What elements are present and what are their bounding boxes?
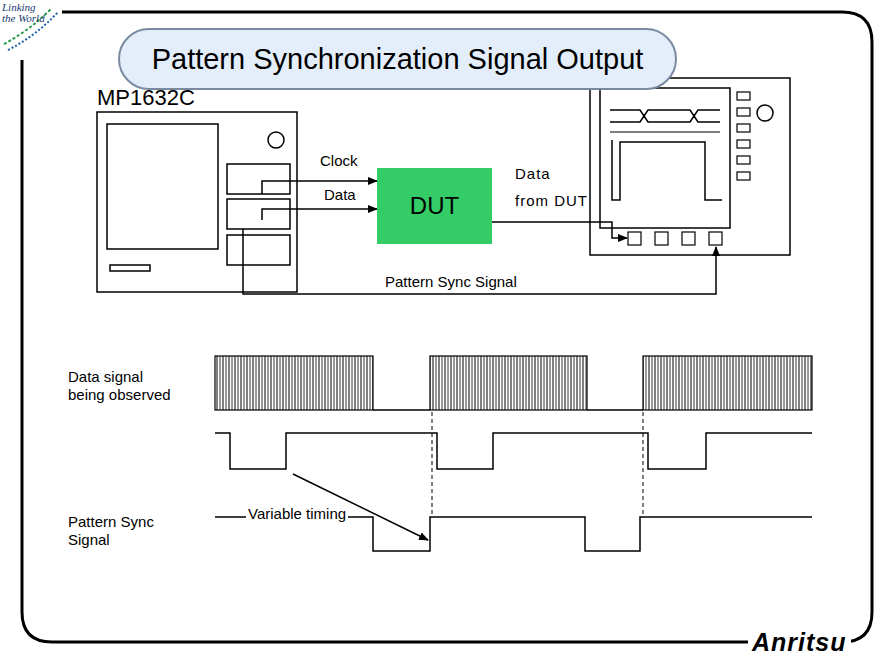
dut-box: DUT [377, 168, 492, 244]
node-label: MP1632C [97, 85, 297, 111]
slide-frame [22, 12, 872, 642]
instrument-box: MP1632C [97, 85, 297, 292]
connector-label: Data [324, 186, 356, 204]
timing-diagram [215, 356, 812, 551]
title-text: Pattern Synchronization Signal Output [152, 43, 644, 76]
trace-label: Pattern Sync Signal [68, 513, 173, 549]
title-banner: Pattern Synchronization Signal Output [118, 28, 677, 90]
signal-connector [297, 208, 377, 210]
connector-label: Clock [320, 152, 358, 170]
signal-name: Pattern Sync Signal [383, 273, 519, 290]
signal-name: Data from DUT [515, 160, 589, 214]
annotation: Variable timing [246, 505, 348, 522]
oscilloscope [590, 78, 790, 255]
brand-logo: Anritsu [748, 628, 851, 656]
pattern-generator [97, 112, 297, 292]
logo-text: Linking the World [2, 2, 46, 24]
signal-connector [297, 180, 377, 182]
node-label: DUT [410, 192, 459, 220]
trace-label: Data signal being observed [68, 368, 180, 404]
data-out-wire [492, 222, 627, 238]
